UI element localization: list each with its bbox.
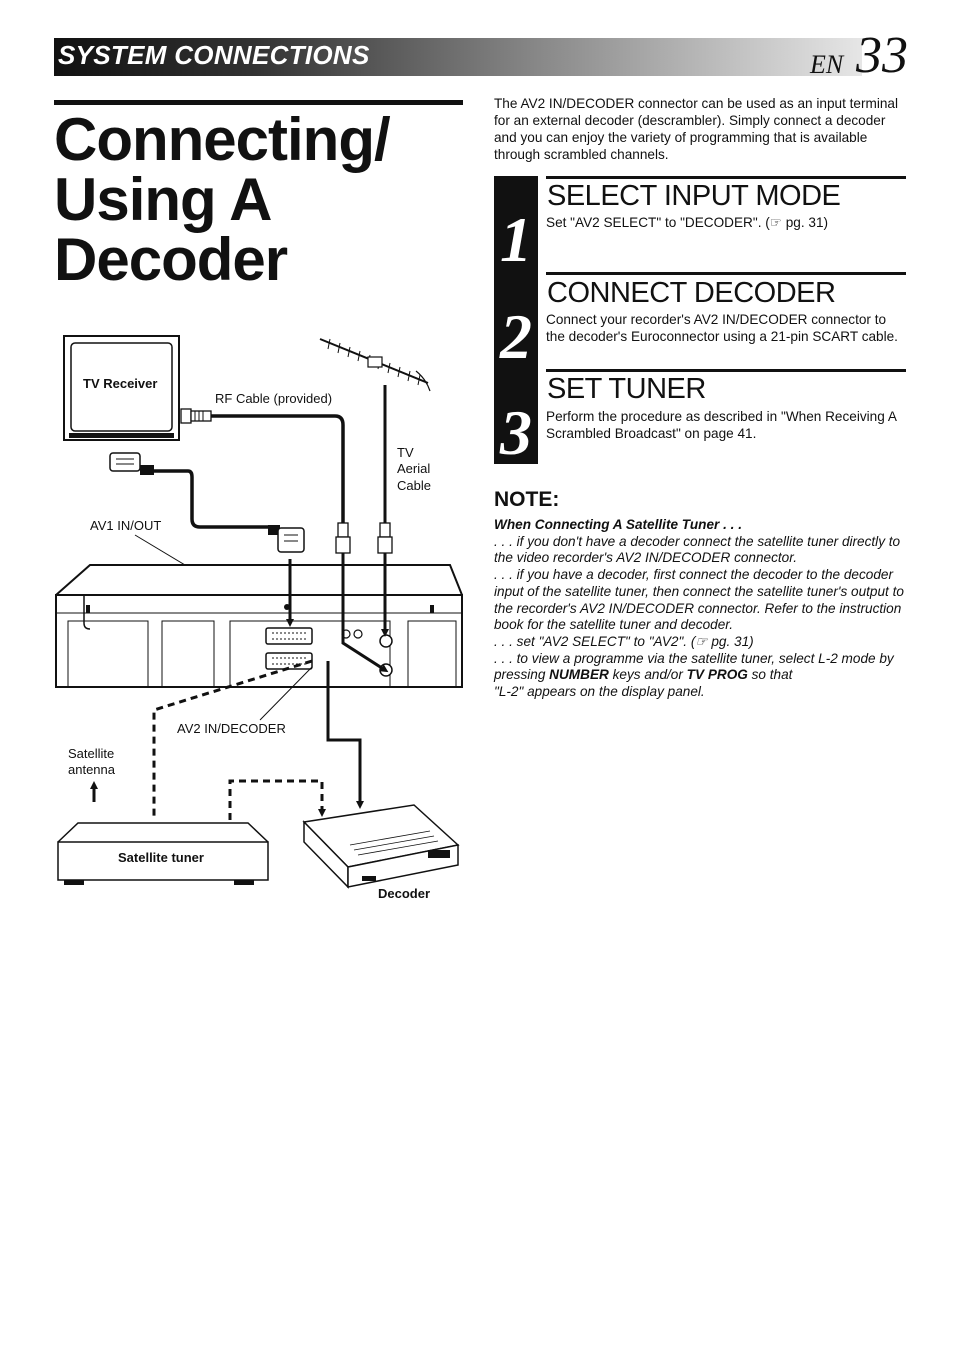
intro-paragraph: The AV2 IN/DECODER connector can be used…: [494, 96, 898, 162]
step-1-number: 1: [500, 204, 532, 275]
satellite-tuner-label: Satellite tuner: [118, 850, 204, 865]
aerial-label-line-3: Cable: [397, 478, 431, 493]
rf-out-socket: [379, 663, 393, 677]
step-1-title: SELECT INPUT MODE: [547, 180, 841, 212]
step-2-text: Connect your recorder's AV2 IN/DECODER c…: [546, 312, 898, 344]
rf-arrow: [341, 553, 389, 673]
av2-socket: [265, 652, 313, 670]
rf-cable: [211, 414, 345, 525]
scart-cable-av1: [154, 469, 270, 529]
av2-leader-line: [259, 666, 313, 721]
step-1-text: Set "AV2 SELECT" to "DECODER". (☞ pg. 31…: [546, 215, 829, 230]
step-2-number: 2: [500, 301, 532, 372]
satellite-antenna-label-line-2: antenna: [68, 762, 116, 777]
aerial-label-line-1: TV: [397, 445, 414, 460]
language-label: EN: [810, 50, 844, 79]
note-p4-text-c: keys and/or: [608, 667, 687, 683]
rf-plug-tv: [180, 408, 212, 424]
note-p4-text-e: so that: [747, 667, 793, 683]
note-p4-text-a: . . . to view a programme via the satell…: [494, 650, 894, 683]
tuner-to-decoder-cable: [228, 779, 326, 820]
tv-prog-key-label: TV PROG: [686, 667, 748, 683]
page-title: Connecting/ Using A Decoder: [54, 110, 474, 290]
rf-plug-vcr: [335, 522, 351, 554]
number-key-label: NUMBER: [549, 667, 609, 683]
aerial-plug-vcr: [377, 522, 393, 554]
av2-to-decoder-cable: [326, 661, 364, 809]
title-rule: [54, 100, 463, 105]
tv-receiver-label: TV Receiver: [83, 376, 157, 391]
step-3-title: SET TUNER: [547, 373, 706, 405]
note-paragraph-2: . . . if you have a decoder, first conne…: [494, 567, 904, 633]
note-heading: NOTE:: [494, 488, 560, 511]
av2-label: AV2 IN/DECODER: [177, 721, 286, 736]
section-title: SYSTEM CONNECTIONS: [58, 40, 370, 70]
title-line-2: Using A: [54, 166, 272, 233]
step-3-rule: [546, 369, 906, 372]
satellite-tuner: Satellite tuner: [57, 822, 269, 885]
scart-plug-tv: [109, 452, 154, 475]
decoder-box: [302, 804, 460, 889]
connection-diagram: TV Receiver RF Cable (provided) TV Aeria…: [55, 335, 463, 901]
title-line-3: Decoder: [54, 226, 288, 293]
step-3-number: 3: [500, 397, 532, 468]
aerial-label-line-2: Aerial: [397, 461, 430, 476]
step-1-rule: [546, 176, 906, 179]
note-paragraph-1: . . . if you don't have a decoder connec…: [494, 533, 901, 566]
tv-receiver: TV Receiver: [63, 335, 180, 441]
step-2-title: CONNECT DECODER: [547, 277, 836, 309]
step-3-text: Perform the procedure as described in "W…: [546, 409, 897, 441]
step-2-rule: [546, 272, 906, 275]
header-bar: [54, 38, 862, 76]
rf-cable-label: RF Cable (provided): [215, 391, 332, 406]
note-subtitle: When Connecting A Satellite Tuner . . .: [494, 517, 742, 532]
note-paragraph-3: . . . set "AV2 SELECT" to "AV2". (☞ pg. …: [494, 633, 754, 649]
satellite-antenna-label-line-1: Satellite: [68, 746, 114, 761]
decoder-label: Decoder: [378, 886, 430, 901]
step-number-bar: [494, 176, 538, 464]
av1-label: AV1 IN/OUT: [90, 518, 161, 533]
note-paragraph-4: . . . to view a programme via the satell…: [494, 651, 914, 701]
scart-plug-av1: [268, 525, 305, 553]
page-number: 33: [856, 27, 908, 84]
note-p4-text-f: "L-2" appears on the display panel.: [494, 684, 705, 700]
note-body: When Connecting A Satellite Tuner . . . …: [494, 517, 914, 701]
aerial-antenna: [319, 338, 431, 392]
aerial-in-socket: [379, 634, 393, 648]
title-line-1: Connecting/: [54, 106, 391, 173]
av1-socket: [265, 627, 313, 645]
vcr-rear-panel: [55, 564, 463, 688]
